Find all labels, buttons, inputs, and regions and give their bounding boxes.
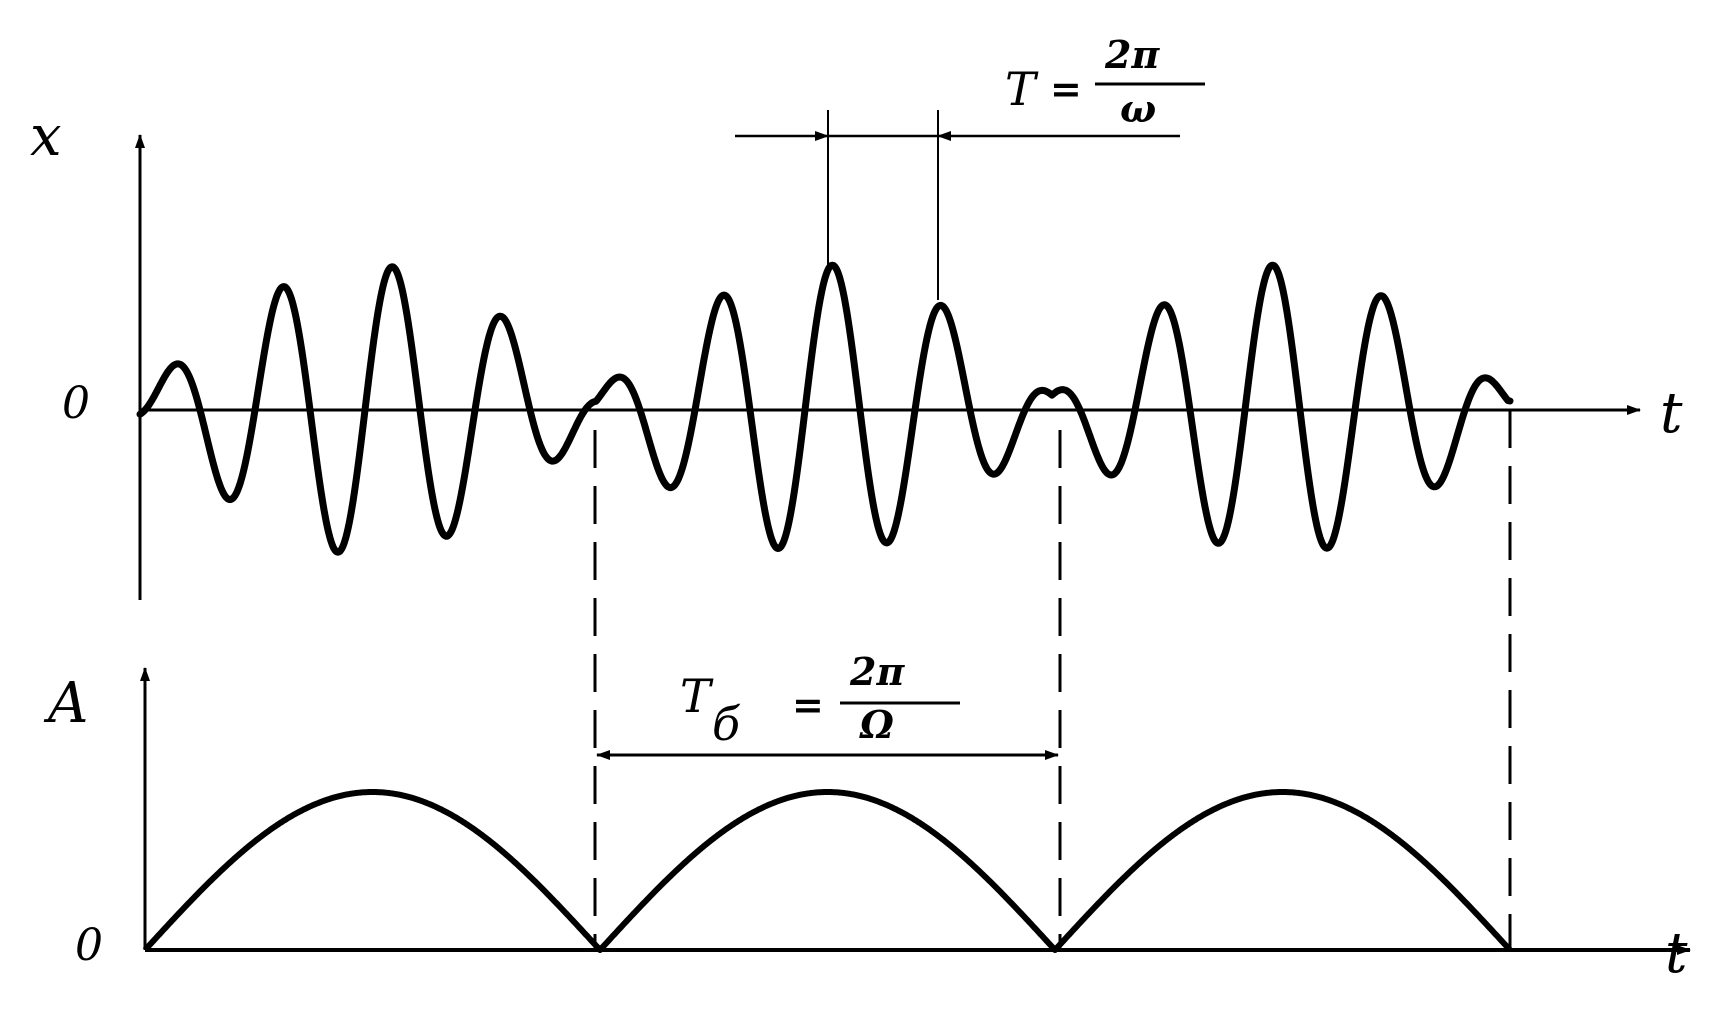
top-plot: x t 0 T = 2π ω xyxy=(30,32,1683,600)
period-T-equals: = xyxy=(1050,66,1082,111)
period-T-dimension: T = 2π ω xyxy=(735,32,1205,300)
top-origin-label: 0 xyxy=(62,378,90,429)
beat-period-equals: = xyxy=(792,682,824,727)
beat-period-dimension: T б = 2π Ω xyxy=(596,649,1059,760)
period-T-symbol: T xyxy=(1005,62,1039,116)
bottom-x-axis-label: t xyxy=(1665,921,1688,986)
bottom-plot: A t 0 T б = 2π Ω xyxy=(43,649,1691,986)
dashed-guides xyxy=(138,410,1512,950)
bottom-y-axis-label: A xyxy=(43,671,88,736)
beat-oscillation-curve xyxy=(136,261,1514,556)
beat-period-numerator: 2π xyxy=(849,649,905,694)
amplitude-envelope-curve xyxy=(142,789,1513,953)
beat-period-symbol: T xyxy=(680,669,714,723)
top-x-axis-label: t xyxy=(1660,381,1683,446)
top-y-axis-label: x xyxy=(30,104,62,169)
bottom-origin-label: 0 xyxy=(75,920,103,971)
beat-period-denominator: Ω xyxy=(859,702,894,747)
period-T-denominator: ω xyxy=(1120,86,1156,131)
beat-period-subscript: б xyxy=(712,697,741,751)
period-T-numerator: 2π xyxy=(1104,32,1160,77)
